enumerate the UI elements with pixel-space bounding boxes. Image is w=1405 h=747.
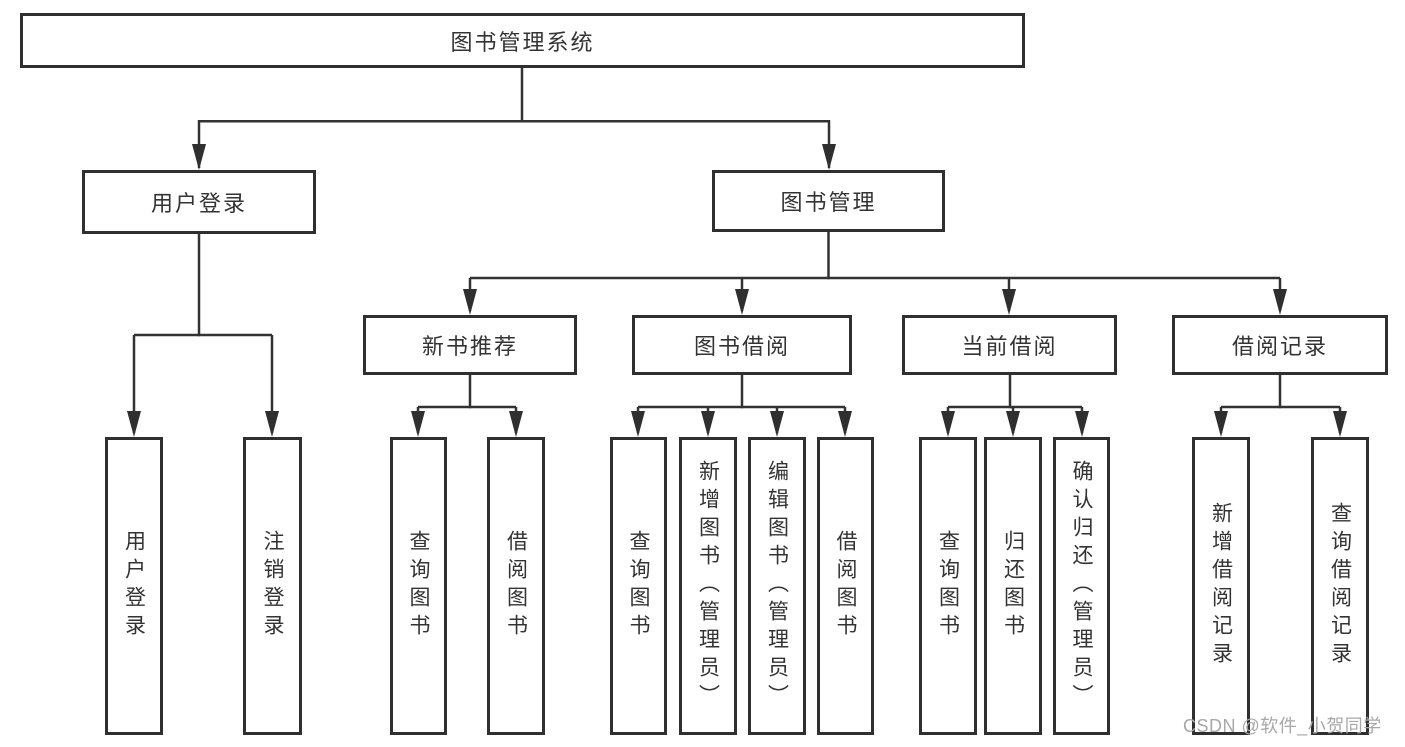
node-label: 图书管理系统 <box>450 29 595 55</box>
node-label: 图书借阅 <box>693 334 790 359</box>
node-label: 当前借阅 <box>961 334 1058 359</box>
leaf-add-borrow-record: 新增借阅记录 <box>1192 437 1250 735</box>
leaf-logout: 注销登录 <box>243 437 302 735</box>
leaf-query-book-borrow: 查询图书 <box>610 437 667 735</box>
leaf-add-book-admin: 新增图书（管理员） <box>679 437 737 735</box>
leaf-label: 查询借阅记录 <box>1328 502 1352 670</box>
arrowhead <box>1273 289 1287 315</box>
leaf-label: 注销登录 <box>261 530 284 642</box>
node-user-login: 用户登录 <box>82 170 316 234</box>
leaf-label: 归还图书 <box>1001 530 1025 642</box>
arrowhead <box>631 411 645 437</box>
arrowhead <box>1214 411 1228 437</box>
leaf-borrow-book-recommend: 借阅图书 <box>487 437 545 735</box>
arrowhead <box>1006 411 1020 437</box>
arrowheads <box>127 144 1347 437</box>
arrowhead <box>770 411 784 437</box>
leaf-label: 查询图书 <box>627 530 650 642</box>
arrowhead <box>701 411 715 437</box>
arrowhead <box>1333 411 1347 437</box>
leaf-label: 新增图书（管理员） <box>696 460 720 712</box>
leaf-confirm-return-admin: 确认归还（管理员） <box>1053 437 1110 735</box>
arrowhead <box>735 289 749 315</box>
leaf-edit-book-admin: 编辑图书（管理员） <box>748 437 806 735</box>
leaf-borrow-book: 借阅图书 <box>817 437 874 735</box>
arrowhead <box>463 289 477 315</box>
leaf-label: 借阅图书 <box>834 530 857 642</box>
arrowhead <box>838 411 852 437</box>
leaf-label: 借阅图书 <box>504 530 528 642</box>
node-label: 借阅记录 <box>1231 334 1328 359</box>
node-book-management: 图书管理 <box>712 170 945 232</box>
csdn-watermark: CSDN @软件_小贺同学 <box>1183 716 1382 736</box>
node-book-borrowing: 图书借阅 <box>632 315 852 375</box>
leaf-label: 查询图书 <box>936 530 960 642</box>
arrowhead <box>509 411 523 437</box>
leaf-query-borrow-record: 查询借阅记录 <box>1311 437 1369 735</box>
node-library-management-system: 图书管理系统 <box>20 13 1025 68</box>
leaf-user-login: 用户登录 <box>105 437 163 735</box>
leaf-query-book-current: 查询图书 <box>919 437 977 735</box>
arrowhead <box>127 411 141 437</box>
node-current-borrowing: 当前借阅 <box>902 315 1117 375</box>
leaf-label: 查询图书 <box>407 530 430 642</box>
leaf-label: 编辑图书（管理员） <box>765 460 789 712</box>
leaf-label: 用户登录 <box>122 530 146 642</box>
leaf-label: 确认归还（管理员） <box>1070 460 1093 712</box>
arrowhead <box>411 411 425 437</box>
node-new-book-recommend: 新书推荐 <box>363 315 577 375</box>
arrowhead <box>265 411 279 437</box>
node-label: 新书推荐 <box>421 334 518 359</box>
arrowhead <box>1002 289 1016 315</box>
leaf-query-book-recommend: 查询图书 <box>390 437 447 735</box>
node-borrowing-records: 借阅记录 <box>1172 315 1388 375</box>
node-label: 用户登录 <box>150 191 247 216</box>
arrowhead <box>1075 411 1089 437</box>
node-label: 图书管理 <box>780 190 877 215</box>
leaf-label: 新增借阅记录 <box>1209 502 1233 670</box>
arrowhead <box>822 144 836 170</box>
leaf-return-book: 归还图书 <box>984 437 1042 735</box>
arrowhead <box>192 144 206 170</box>
arrowhead <box>941 411 955 437</box>
